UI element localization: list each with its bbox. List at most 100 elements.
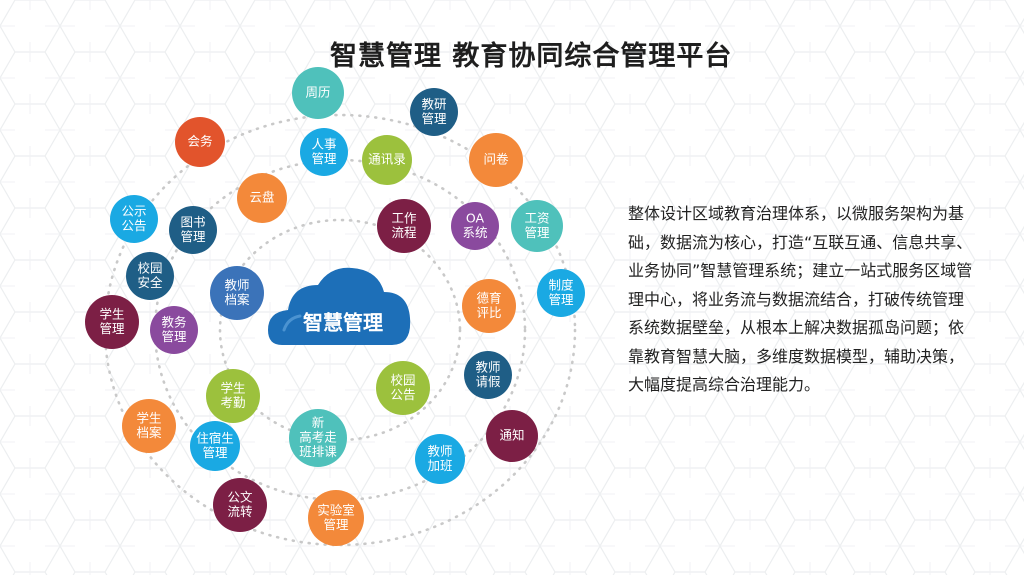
module-node-label: 流转	[227, 504, 252, 519]
center-label: 智慧管理	[303, 311, 383, 335]
module-node-circle	[464, 351, 512, 399]
module-node-circle	[213, 478, 267, 532]
module-node-label: 制度	[548, 277, 574, 292]
cloud-highlight	[282, 314, 302, 332]
module-node-label: 教师	[224, 277, 249, 292]
module-node-label: 管理	[99, 321, 125, 336]
module-node-circle	[511, 200, 563, 252]
module-node-label: 评比	[476, 305, 501, 320]
module-node-label: 管理	[202, 445, 228, 460]
module-node-label: 通知	[499, 428, 524, 443]
module-node-circle	[150, 306, 198, 354]
module-node-circle	[169, 206, 217, 254]
module-node-label: 德育	[476, 290, 501, 305]
module-node-label: 教师	[475, 359, 500, 374]
module-node-label: 档案	[224, 292, 250, 307]
module-node-label: 管理	[180, 229, 206, 244]
module-node-label: 公告	[121, 218, 146, 233]
module-node-label: 学生	[136, 410, 161, 425]
module-node-zhouli[interactable]: 周历	[292, 67, 344, 119]
module-node-label: 实验室	[317, 502, 355, 517]
module-node-label: 工资	[524, 210, 549, 225]
module-node-tongxunlu[interactable]: 通讯录	[362, 135, 412, 185]
module-node-circle	[462, 279, 516, 333]
module-node-circle	[122, 399, 176, 453]
module-node-label: 流程	[391, 225, 417, 240]
module-node-label: 图书	[180, 214, 205, 229]
module-node-circle	[486, 410, 538, 462]
module-node-label: 公告	[390, 387, 415, 402]
module-node-label: 校园	[390, 372, 415, 387]
module-node-circle	[362, 135, 412, 185]
module-node-circle	[300, 128, 348, 176]
module-node-circle	[537, 269, 585, 317]
module-node-label: 管理	[311, 151, 337, 166]
module-node-label: 管理	[421, 111, 447, 126]
management-diagram: 智慧管理 周历教研管理会务人事管理通讯录问卷云盘公示公告图书管理工作流程OA系统…	[85, 67, 585, 547]
module-node-circle	[206, 369, 260, 423]
module-node-label: 人事	[311, 136, 336, 151]
module-node-circle	[110, 195, 158, 243]
module-node-label: 考勤	[220, 395, 245, 410]
module-node-label: 学生	[99, 306, 124, 321]
module-node-wenjuan[interactable]: 问卷	[469, 133, 523, 187]
module-node-circle	[308, 490, 364, 546]
center-cloud: 智慧管理	[268, 267, 411, 345]
module-node-label: OA	[466, 210, 485, 225]
module-node-label: 新	[312, 415, 325, 430]
module-node-label: 管理	[548, 292, 574, 307]
module-node-label: 工作	[391, 210, 417, 225]
module-node-label: 安全	[137, 275, 163, 290]
module-node-huiwu[interactable]: 会务	[175, 117, 225, 167]
module-node-circle	[190, 421, 240, 471]
module-node-circle	[126, 252, 174, 300]
module-node-circle	[415, 434, 465, 484]
module-node-label: 校园	[137, 260, 162, 275]
module-node-yunpan[interactable]: 云盘	[237, 173, 287, 223]
module-node-circle	[175, 117, 225, 167]
module-node-label: 公文	[227, 489, 253, 504]
module-node-label: 周历	[305, 85, 330, 100]
module-node-label: 教师	[427, 443, 452, 458]
module-node-circle	[210, 266, 264, 320]
module-node-label: 教研	[421, 96, 446, 111]
module-node-label: 教务	[161, 314, 186, 329]
page-title: 智慧管理 教育协同综合管理平台	[330, 41, 733, 72]
module-node-circle	[85, 295, 139, 349]
module-node-label: 问卷	[483, 152, 509, 167]
module-node-tongzhi[interactable]: 通知	[486, 410, 538, 462]
module-node-label: 通讯录	[368, 152, 406, 167]
module-node-label: 高考走	[299, 430, 337, 445]
module-node-label: 管理	[524, 225, 550, 240]
module-node-label: 请假	[475, 374, 501, 389]
module-node-circle	[469, 133, 523, 187]
cloud-icon	[268, 267, 411, 345]
module-node-label: 档案	[136, 425, 162, 440]
module-node-label: 加班	[427, 458, 452, 473]
module-node-label: 系统	[462, 225, 487, 240]
module-node-label: 公示	[121, 203, 146, 218]
module-node-label: 会务	[187, 134, 212, 149]
